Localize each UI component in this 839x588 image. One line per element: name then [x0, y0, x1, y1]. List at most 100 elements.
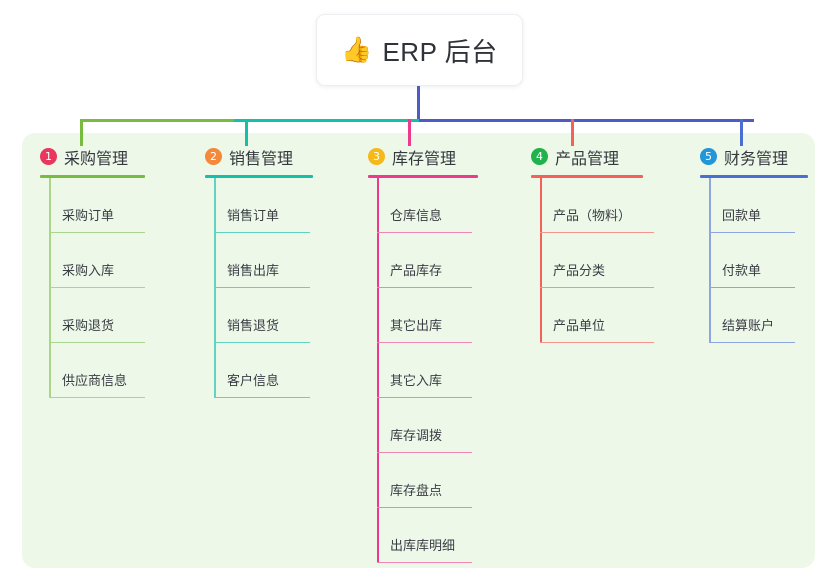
- menu-item-rule: [49, 341, 145, 343]
- column-badge-4: 4: [531, 148, 548, 165]
- menu-item[interactable]: 结算账户: [700, 288, 808, 343]
- trunk-bus-segment-2: [234, 119, 419, 122]
- menu-item-rule: [377, 396, 472, 398]
- menu-item-label: 库存调拨: [390, 428, 443, 443]
- menu-item[interactable]: 供应商信息: [40, 343, 145, 398]
- menu-item-rule: [377, 506, 472, 508]
- menu-item-rule: [214, 286, 310, 288]
- thumbs-up-icon: 👍: [341, 35, 373, 64]
- menu-item[interactable]: 销售退货: [205, 288, 313, 343]
- diagram-panel: [22, 133, 815, 568]
- trunk-drop-3: [408, 119, 411, 146]
- trunk-drop-2: [245, 119, 248, 146]
- column-header-2[interactable]: 2 销售管理: [205, 143, 313, 170]
- menu-item-label: 结算账户: [722, 318, 775, 333]
- menu-item[interactable]: 产品（物料）: [531, 178, 654, 233]
- menu-item-label: 产品（物料）: [553, 208, 632, 223]
- menu-item-rule: [377, 451, 472, 453]
- menu-item[interactable]: 付款单: [700, 233, 808, 288]
- menu-item-label: 其它出库: [390, 318, 443, 333]
- column-badge-1: 1: [40, 148, 57, 165]
- column-title-4: 产品管理: [555, 150, 620, 168]
- trunk-bus-segment-3: [419, 119, 754, 122]
- menu-item[interactable]: 销售订单: [205, 178, 313, 233]
- menu-item[interactable]: 销售出库: [205, 233, 313, 288]
- column-2: 2 销售管理销售订单销售出库销售退货客户信息: [205, 143, 313, 398]
- menu-item-rule: [214, 341, 310, 343]
- menu-item[interactable]: 回款单: [700, 178, 808, 233]
- menu-item-label: 库存盘点: [390, 483, 443, 498]
- menu-item-label: 产品分类: [553, 263, 606, 278]
- menu-item-label: 采购退货: [62, 318, 115, 333]
- column-title-1: 采购管理: [64, 150, 129, 168]
- trunk-drop-1: [80, 119, 83, 146]
- column-items-5: 回款单付款单结算账户: [700, 178, 808, 343]
- column-rule-1: [40, 175, 145, 178]
- menu-item-label: 仓库信息: [390, 208, 443, 223]
- column-rule-2: [205, 175, 313, 178]
- menu-item-label: 其它入库: [390, 373, 443, 388]
- menu-item-rule: [214, 396, 310, 398]
- trunk-drop-4: [571, 119, 574, 146]
- trunk-bus-segment-1: [80, 119, 234, 122]
- menu-item[interactable]: 出库库明细: [368, 508, 478, 563]
- menu-item-rule: [540, 341, 654, 343]
- menu-item-rule: [377, 231, 472, 233]
- menu-item-rule: [709, 231, 795, 233]
- column-items-2: 销售订单销售出库销售退货客户信息: [205, 178, 313, 398]
- menu-item[interactable]: 客户信息: [205, 343, 313, 398]
- menu-item-label: 采购入库: [62, 263, 115, 278]
- menu-item-rule: [377, 341, 472, 343]
- menu-item[interactable]: 产品单位: [531, 288, 654, 343]
- menu-item[interactable]: 采购入库: [40, 233, 145, 288]
- column-spine-4: [540, 178, 542, 343]
- column-title-5: 财务管理: [724, 150, 789, 168]
- column-rule-5: [700, 175, 808, 178]
- menu-item-rule: [377, 561, 472, 563]
- page-title: ERP 后台: [382, 36, 498, 67]
- menu-item-rule: [49, 231, 145, 233]
- column-spine-1: [49, 178, 51, 398]
- menu-item-label: 供应商信息: [62, 373, 128, 388]
- column-items-3: 仓库信息产品库存其它出库其它入库库存调拨库存盘点出库库明细: [368, 178, 478, 563]
- menu-item[interactable]: 其它入库: [368, 343, 478, 398]
- menu-item[interactable]: 产品分类: [531, 233, 654, 288]
- column-title-3: 库存管理: [392, 150, 457, 168]
- menu-item-label: 出库库明细: [390, 538, 456, 553]
- column-header-5[interactable]: 5 财务管理: [700, 143, 808, 170]
- column-items-4: 产品（物料） 产品分类产品单位: [531, 178, 654, 343]
- menu-item-label: 客户信息: [227, 373, 280, 388]
- menu-item-rule: [377, 286, 472, 288]
- column-header-4[interactable]: 4 产品管理: [531, 143, 643, 170]
- root-title-card[interactable]: 👍 ERP 后台: [316, 14, 523, 86]
- column-title-2: 销售管理: [229, 150, 294, 168]
- column-badge-5: 5: [700, 148, 717, 165]
- menu-item-label: 产品单位: [553, 318, 606, 333]
- menu-item-rule: [49, 286, 145, 288]
- trunk-stem: [417, 86, 420, 122]
- column-rule-4: [531, 175, 643, 178]
- menu-item[interactable]: 采购订单: [40, 178, 145, 233]
- menu-item-label: 销售出库: [227, 263, 280, 278]
- menu-item[interactable]: 库存调拨: [368, 398, 478, 453]
- column-1: 1 采购管理采购订单采购入库采购退货供应商信息: [40, 143, 145, 398]
- menu-item[interactable]: 仓库信息: [368, 178, 478, 233]
- menu-item[interactable]: 采购退货: [40, 288, 145, 343]
- menu-item-label: 产品库存: [390, 263, 443, 278]
- menu-item[interactable]: 库存盘点: [368, 453, 478, 508]
- column-spine-5: [709, 178, 711, 343]
- column-rule-3: [368, 175, 478, 178]
- menu-item[interactable]: 产品库存: [368, 233, 478, 288]
- menu-item-label: 采购订单: [62, 208, 115, 223]
- column-spine-2: [214, 178, 216, 398]
- column-header-1[interactable]: 1 采购管理: [40, 143, 145, 170]
- menu-item-rule: [540, 231, 654, 233]
- menu-item-rule: [540, 286, 654, 288]
- menu-item-rule: [709, 341, 795, 343]
- column-4: 4 产品管理产品（物料） 产品分类产品单位: [531, 143, 654, 343]
- menu-item[interactable]: 其它出库: [368, 288, 478, 343]
- column-badge-2: 2: [205, 148, 222, 165]
